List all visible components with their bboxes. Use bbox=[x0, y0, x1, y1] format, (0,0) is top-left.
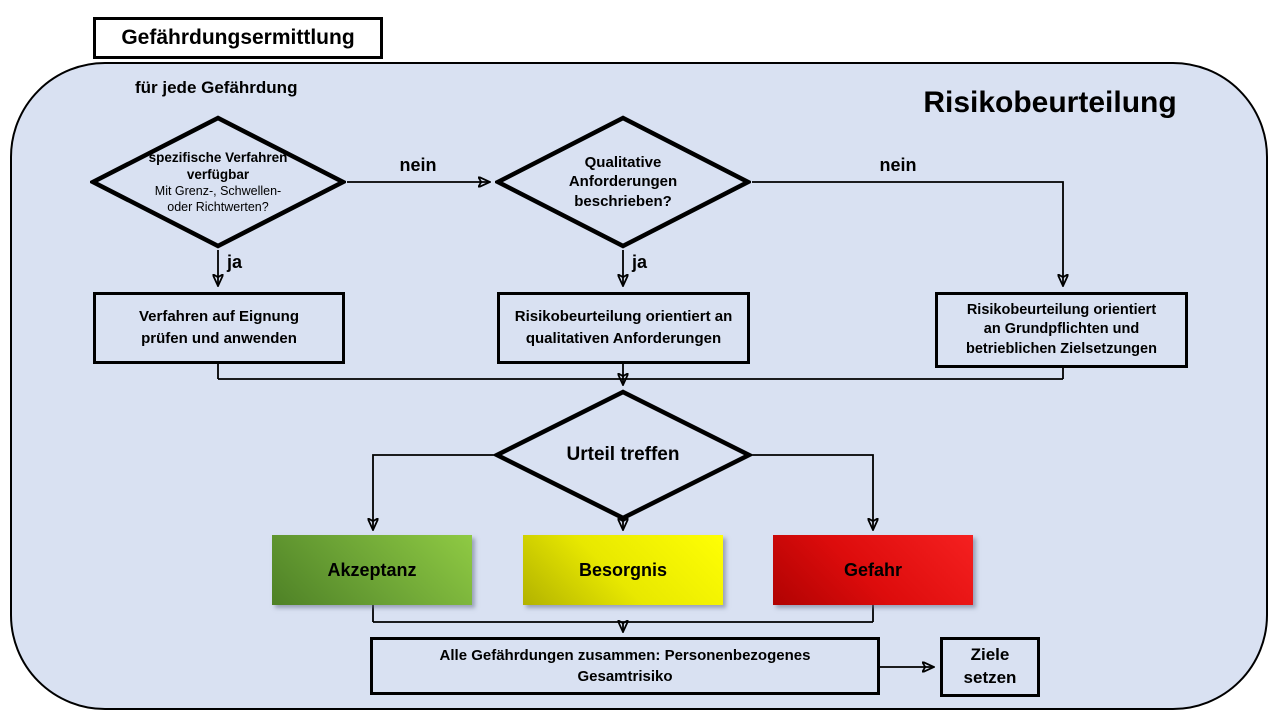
decision-line: Anforderungen bbox=[568, 173, 678, 191]
process-line: Ziele bbox=[970, 645, 1010, 665]
outcome-label: Akzeptanz bbox=[327, 559, 417, 580]
process-risk-assessment-qualitative: Risikobeurteilung orientiert an qualitat… bbox=[497, 292, 750, 364]
process-line: Gesamtrisiko bbox=[577, 668, 673, 685]
edge-d3-to-red bbox=[750, 454, 873, 529]
outcome-danger: Gefahr bbox=[773, 535, 973, 605]
outcome-acceptance: Akzeptanz bbox=[272, 535, 472, 605]
process-line: Verfahren auf Eignung bbox=[138, 308, 300, 326]
edge-d2-nein-p3 bbox=[752, 181, 1063, 285]
outcome-concern: Besorgnis bbox=[523, 535, 723, 605]
process-line: prüfen und anwenden bbox=[141, 330, 297, 347]
edge-label-ja-2: ja bbox=[632, 252, 648, 272]
outcome-label: Besorgnis bbox=[578, 559, 668, 580]
edge-d3-to-green bbox=[373, 454, 496, 529]
outcome-label: Gefahr bbox=[843, 559, 903, 580]
hazard-identification-label: Gefährdungsermittlung bbox=[121, 26, 355, 49]
decision-line: Qualitative bbox=[584, 153, 662, 171]
edge-collector-bottom bbox=[372, 605, 874, 623]
decision-make-judgement-text: Urteil treffen bbox=[494, 389, 752, 521]
process-line: qualitativen Anforderungen bbox=[525, 330, 722, 347]
hazard-identification-title-box: Gefährdungsermittlung bbox=[93, 17, 383, 59]
edge-label-nein-2: nein bbox=[879, 155, 917, 175]
process-line: Risikobeurteilung orientiert bbox=[966, 301, 1157, 318]
per-hazard-label: für jede Gefährdung bbox=[135, 78, 298, 97]
edge-collector-top bbox=[217, 364, 1064, 380]
decision-line: Mit Grenz-, Schwellen- bbox=[154, 183, 282, 198]
decision-line: beschrieben? bbox=[574, 192, 672, 210]
decision-line: Urteil treffen bbox=[566, 443, 680, 465]
decision-line: verfügbar bbox=[186, 167, 250, 183]
diamond-shape bbox=[494, 389, 752, 521]
process-total-personal-risk: Alle Gefährdungen zusammen: Personenbezo… bbox=[370, 637, 880, 695]
process-risk-assessment-basic-duties: Risikobeurteilung orientiert an Grundpfl… bbox=[935, 292, 1188, 368]
process-line: Risikobeurteilung orientiert an bbox=[514, 308, 733, 326]
decision-line: oder Richtwerten? bbox=[167, 199, 269, 214]
diamond-shape bbox=[495, 115, 751, 249]
process-line: Alle Gefährdungen zusammen: Personenbezo… bbox=[439, 647, 811, 664]
diamond-shape bbox=[90, 115, 346, 249]
decision-qualitative-requirements-text: Qualitative Anforderungen beschrieben? bbox=[495, 115, 751, 249]
decision-line: spezifische Verfahren bbox=[148, 149, 288, 165]
decision-specific-procedures: spezifische Verfahren verfügbar Mit Gren… bbox=[90, 115, 346, 249]
edge-label-nein-1: nein bbox=[399, 155, 437, 175]
decision-specific-procedures-text: spezifische Verfahren verfügbar Mit Gren… bbox=[90, 115, 346, 249]
process-line: betrieblichen Zielsetzungen bbox=[966, 340, 1157, 357]
edge-label-ja-1: ja bbox=[227, 252, 243, 272]
process-line: an Grundpflichten und bbox=[983, 321, 1140, 338]
process-line: setzen bbox=[963, 668, 1017, 687]
process-check-apply-procedure: Verfahren auf Eignung prüfen und anwende… bbox=[93, 292, 345, 364]
risk-assessment-title: Risikobeurteilung bbox=[923, 86, 1177, 119]
decision-make-judgement: Urteil treffen bbox=[494, 389, 752, 521]
decision-qualitative-requirements: Qualitative Anforderungen beschrieben? bbox=[495, 115, 751, 249]
process-set-goals: Ziele setzen bbox=[940, 637, 1040, 697]
